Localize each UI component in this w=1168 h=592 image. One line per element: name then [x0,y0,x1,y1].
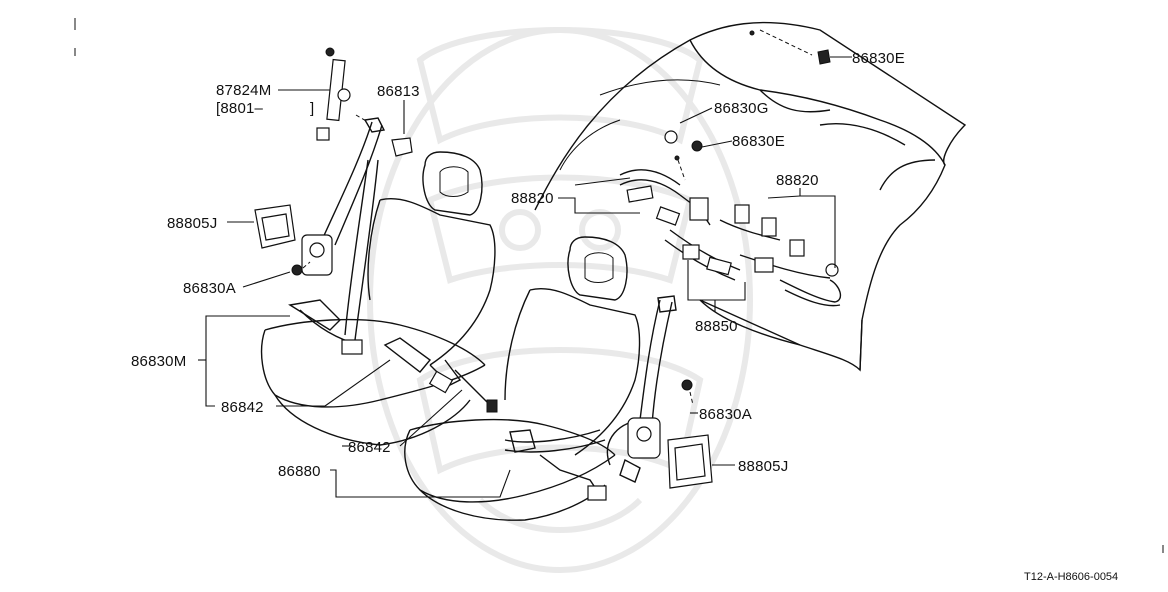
label-88805j-right: 88805J [738,458,788,475]
rear-belt-icon [619,29,842,307]
front-seat-right-icon [404,236,641,521]
right-seat-belt-icon [504,295,713,501]
label-88820-right: 88820 [776,172,819,189]
reference-code: T12-A-H8606-0054 [1024,571,1118,583]
label-86830m: 86830M [131,353,186,370]
label-87824m: 87824M [216,82,271,99]
label-range-bracket: [8801– [216,100,264,117]
label-86842-left: 86842 [221,399,264,416]
label-88820-left: 88820 [511,190,554,207]
label-86830e-mid: 86830E [732,133,785,150]
label-86880: 86880 [278,463,321,480]
label-86830g: 86830G [714,100,769,117]
part-labels: 87824M [8801– ] 86813 88805J 86830A 8683… [131,50,1118,583]
label-86842-right: 86842 [348,439,391,456]
margin-marks [74,18,1164,553]
label-88805j-left: 88805J [167,215,217,232]
leader-lines [198,56,852,498]
label-86813: 86813 [377,83,420,100]
label-86830e-top: 86830E [852,50,905,67]
left-seat-belt-icon [254,47,498,413]
label-86830a-left: 86830A [183,280,236,297]
label-88850: 88850 [695,318,738,335]
watermark-emblem-icon [367,27,753,573]
label-range-bracket-close: ] [310,100,314,117]
front-seat-left-icon [260,151,496,446]
label-86830a-right: 86830A [699,406,752,423]
rear-seat-icon [534,21,967,372]
